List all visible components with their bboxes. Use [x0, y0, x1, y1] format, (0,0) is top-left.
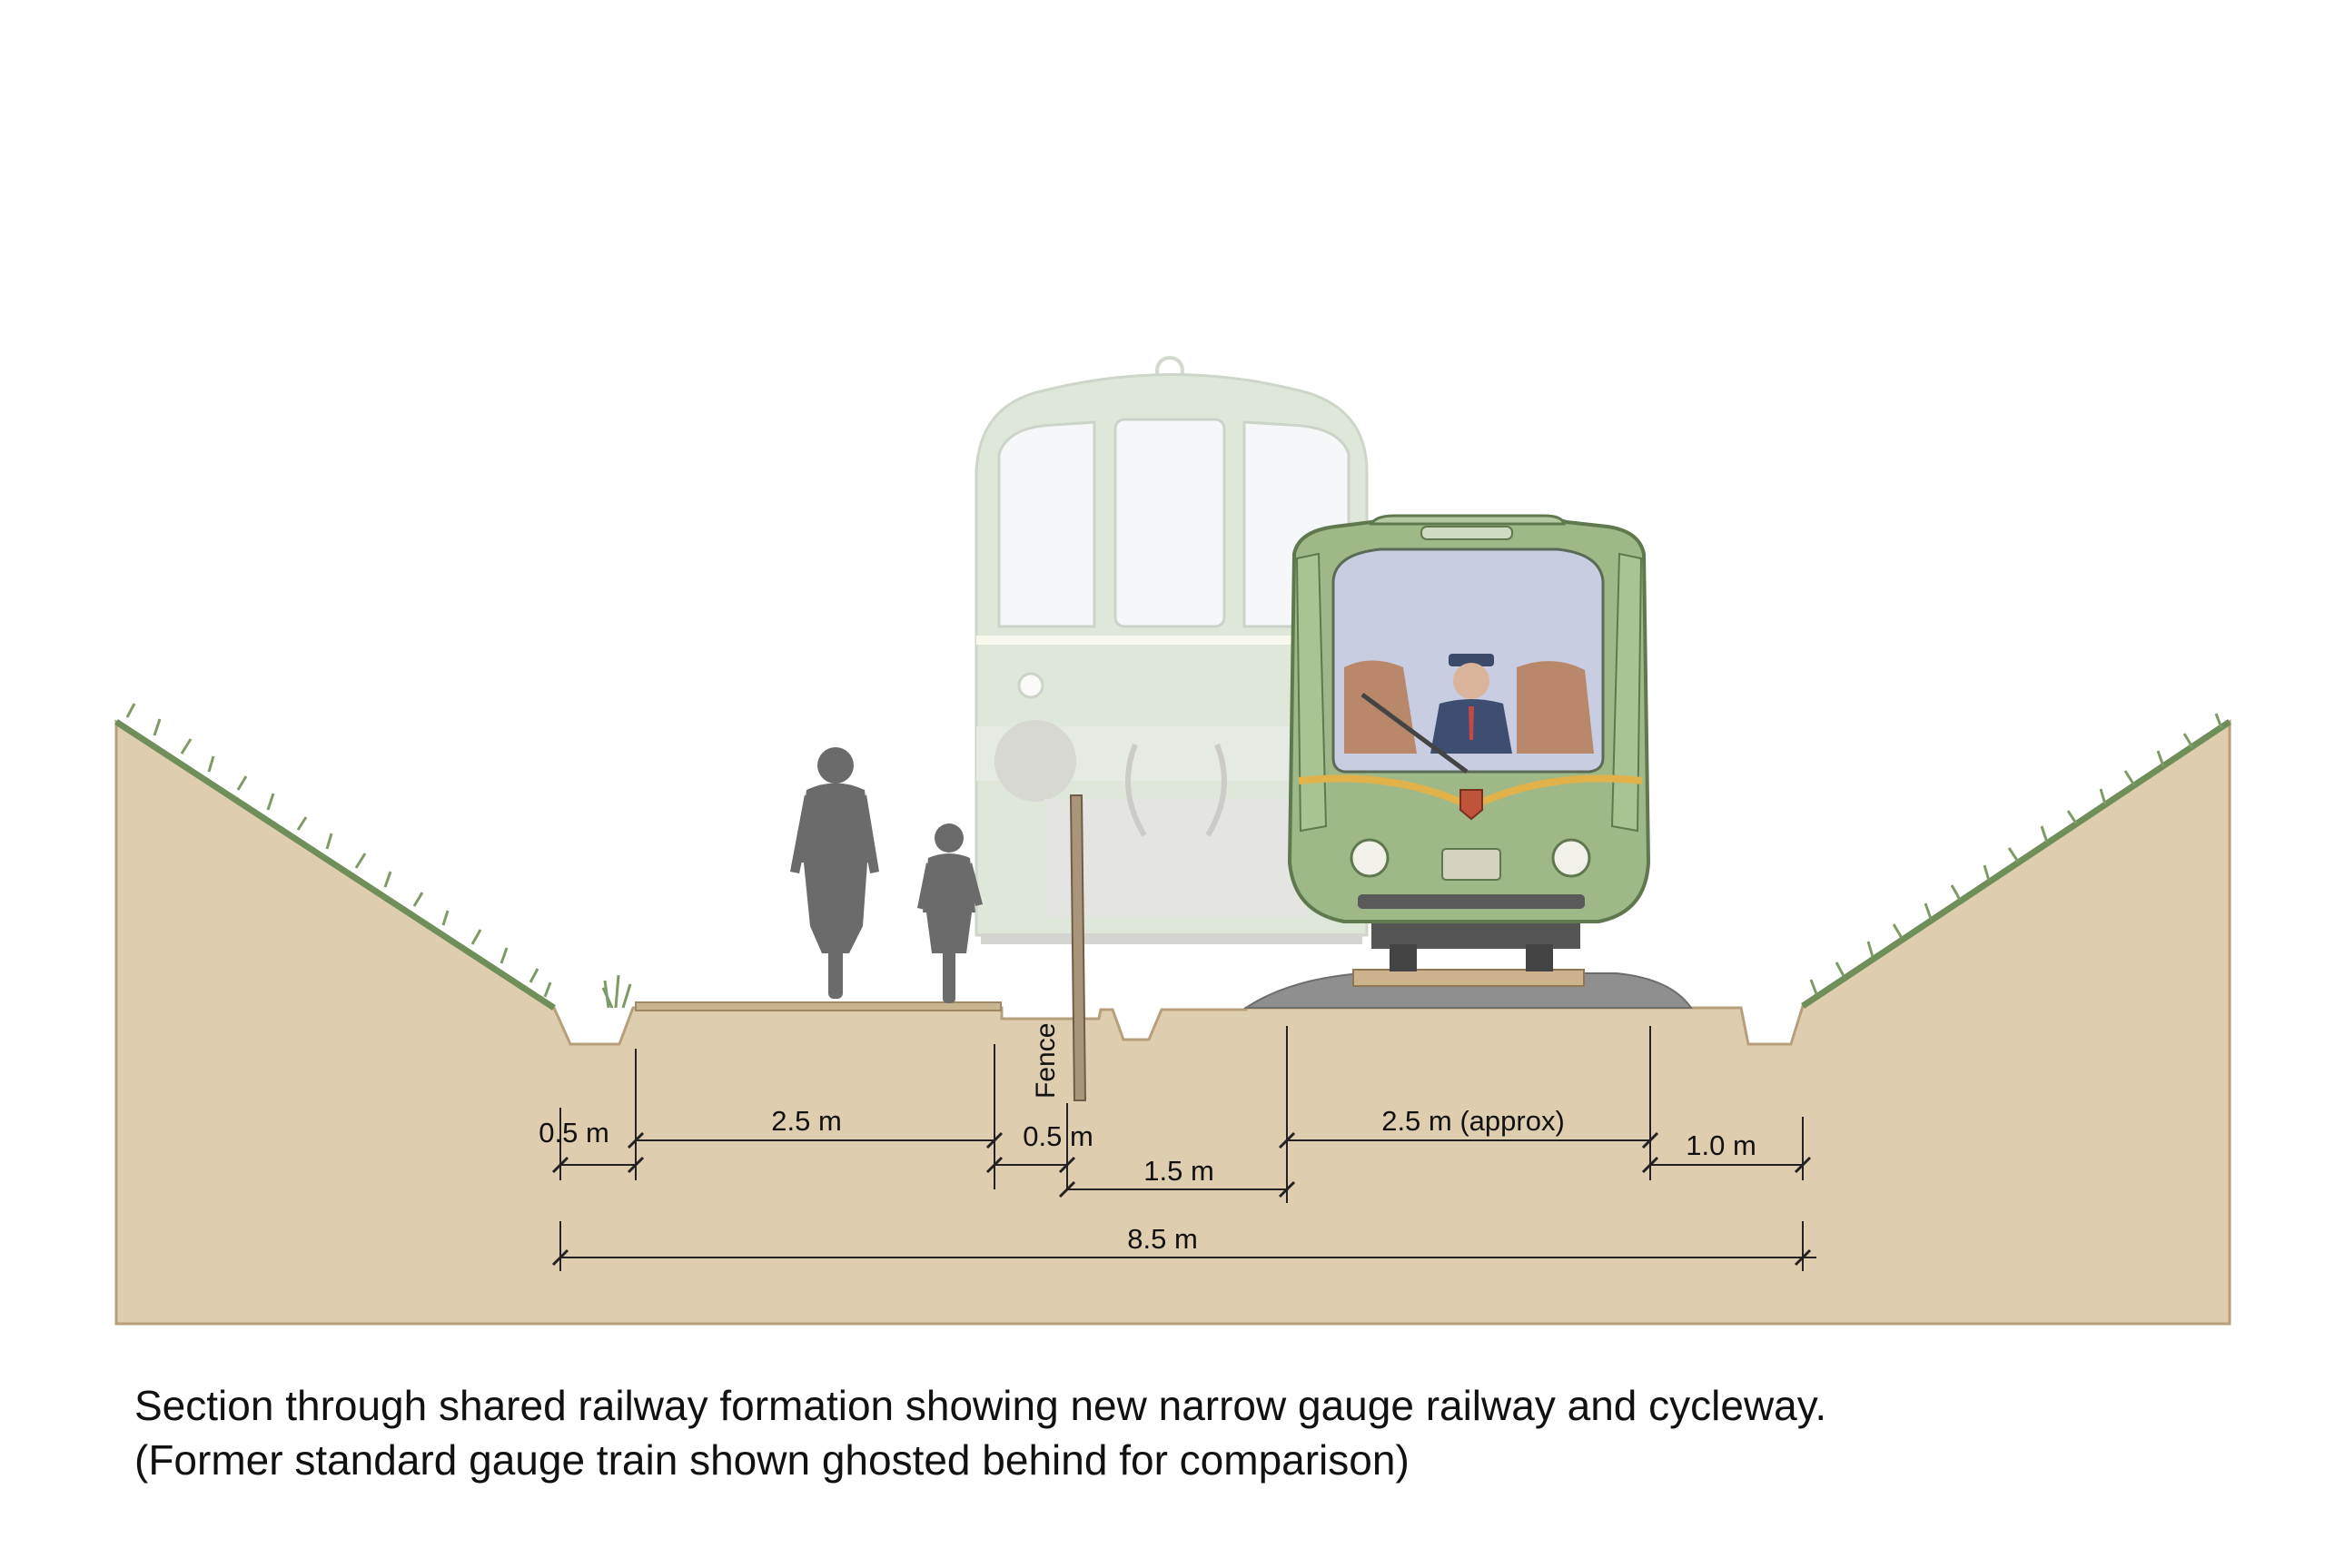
dimension-cycleway: 2.5 m [771, 1105, 842, 1137]
fence-post [1069, 794, 1087, 1101]
track-ballast [1242, 969, 1693, 1009]
caption-line-2: (Former standard gauge train shown ghost… [134, 1436, 1410, 1484]
dimension-ditch-right: 1.0 m [1686, 1129, 1756, 1161]
fence-label: Fence [1031, 1023, 1061, 1099]
child-cyclist [917, 823, 983, 1003]
figure-caption: Section through shared railway formation… [134, 1378, 2223, 1487]
cycleway-surface [635, 1001, 1002, 1011]
dimension-fence-strip: 0.5 m [1023, 1120, 1093, 1152]
narrow-gauge-tram [1287, 514, 1651, 971]
adult-cyclist [790, 747, 879, 999]
grass-right-slope [1801, 713, 2231, 1009]
dimension-lines [551, 1026, 1816, 1271]
dimension-ditch-left: 0.5 m [539, 1117, 609, 1149]
grass-left-slope [114, 703, 632, 1011]
dimension-track: 2.5 m (approx) [1381, 1105, 1565, 1137]
dimension-cess: 1.5 m [1143, 1155, 1214, 1187]
caption-line-1: Section through shared railway formation… [134, 1382, 1827, 1429]
dimension-overall: 8.5 m [1127, 1223, 1198, 1255]
